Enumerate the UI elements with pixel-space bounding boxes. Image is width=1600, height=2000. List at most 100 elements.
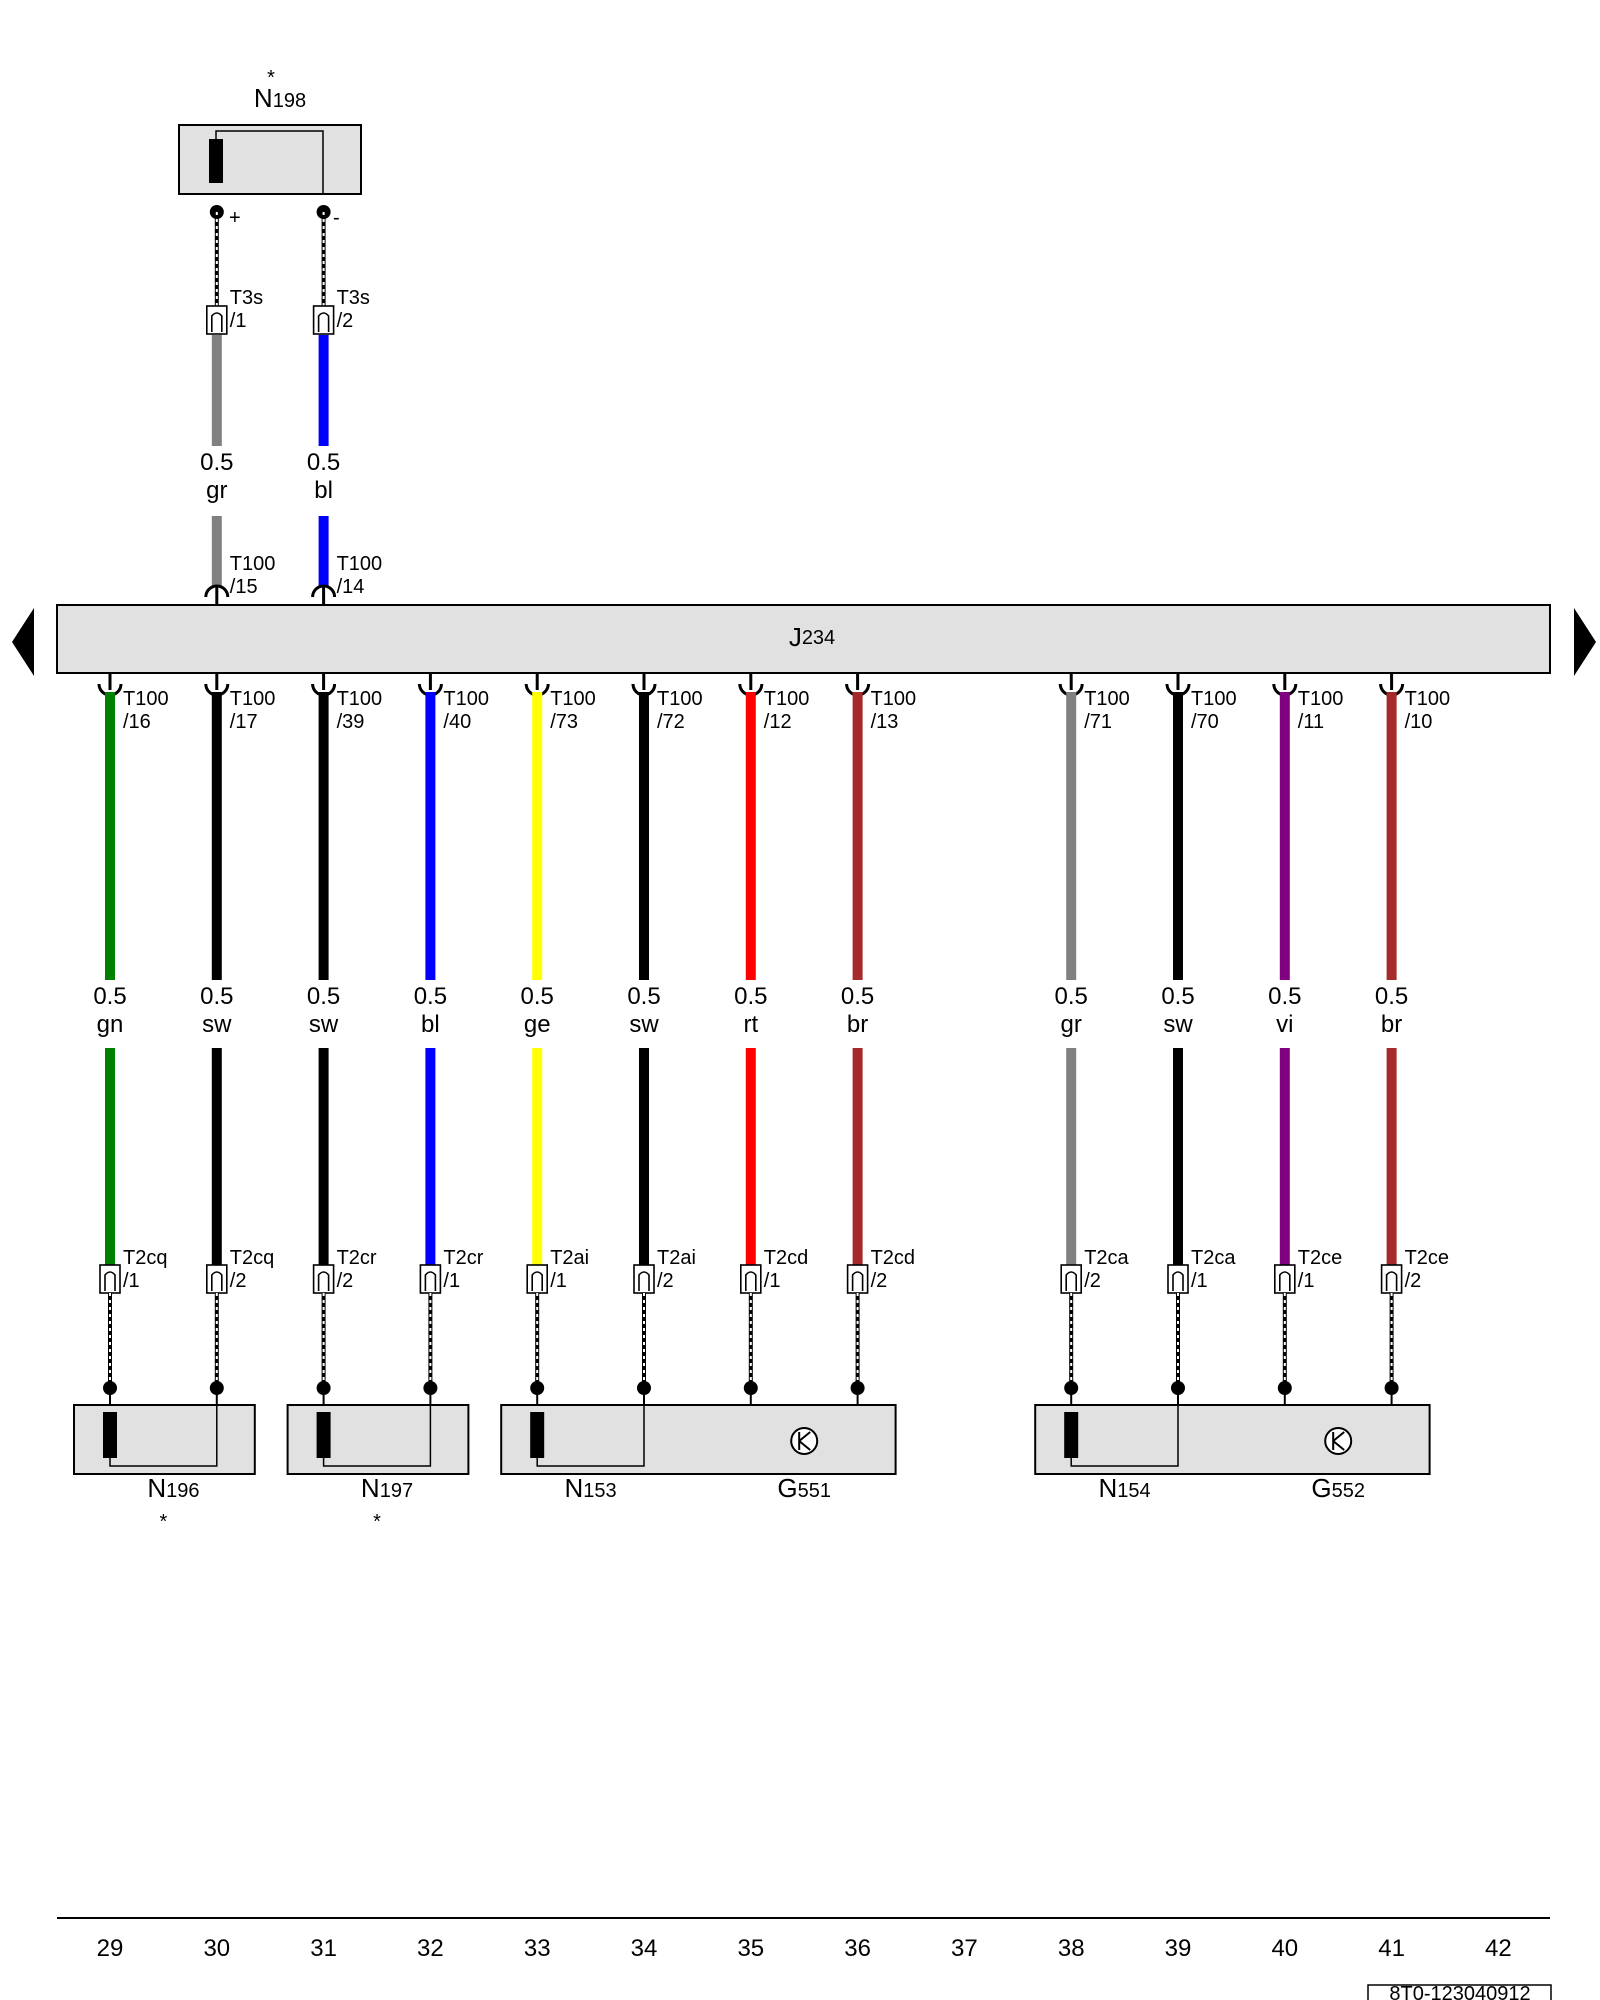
component-number: 153	[583, 1480, 616, 1502]
internal-wire	[322, 1405, 432, 1467]
column-number: 34	[631, 1935, 658, 1962]
component-number: 551	[798, 1480, 831, 1502]
connector-pin-mark	[531, 1271, 543, 1291]
sensor-icon	[790, 1427, 819, 1455]
component-marker: *	[267, 67, 275, 89]
ecu-connector-pin: /40	[443, 711, 471, 733]
wire-color-code: vi	[1276, 1011, 1293, 1038]
connector-plug-icon	[846, 1264, 869, 1294]
connector-id: T2cr	[443, 1247, 483, 1269]
connector-plug-icon	[1274, 1264, 1296, 1294]
component-number: 154	[1117, 1480, 1150, 1502]
connector-pin-mark	[1065, 1271, 1077, 1291]
connector-pin: /1	[550, 1270, 567, 1292]
coil-symbol	[530, 1412, 545, 1458]
wire-color-code: bl	[421, 1011, 440, 1038]
coil-symbol	[316, 1412, 331, 1458]
ecu-bar	[56, 604, 1551, 674]
connector-plug-icon	[526, 1264, 549, 1294]
connector-pin: /2	[1084, 1270, 1101, 1292]
footer-code-box	[1367, 1984, 1552, 2000]
connector-pin: /1	[443, 1270, 460, 1292]
plus-terminal: +	[229, 207, 241, 229]
component-prefix: G	[777, 1473, 797, 1503]
wire-gauge: 0.5	[1268, 983, 1301, 1010]
internal-wire	[536, 1405, 645, 1467]
connector-pin: /2	[657, 1270, 674, 1292]
connector-plug-icon	[312, 1264, 335, 1294]
wire-color-code: rt	[743, 1011, 758, 1038]
connector-id: T2ai	[550, 1247, 589, 1269]
column-number: 31	[310, 1935, 337, 1962]
ecu-connector-pin: /71	[1084, 711, 1112, 733]
connector-pin: /1	[764, 1270, 781, 1292]
wire-color-code: sw	[202, 1011, 232, 1038]
connector-plug-icon	[633, 1264, 655, 1294]
ecu-connector-id: T100	[1405, 688, 1451, 710]
connector-pin-mark	[1385, 1271, 1398, 1291]
ecu-connector-pin: /39	[337, 711, 365, 733]
internal-wire	[1070, 1405, 1179, 1467]
transistor-mark	[798, 1431, 811, 1451]
wire-gauge: 0.5	[307, 449, 340, 476]
transistor-mark	[1332, 1431, 1345, 1451]
component-prefix: N	[361, 1473, 380, 1503]
column-number: 40	[1271, 1935, 1298, 1962]
ecu-connector-pin: /70	[1191, 711, 1219, 733]
ecu-connector-pin: /72	[657, 711, 685, 733]
wire-gauge: 0.5	[1055, 983, 1088, 1010]
connector-id: T2ca	[1191, 1247, 1236, 1269]
sensor-icon	[1324, 1427, 1353, 1455]
connector-pin: /2	[230, 1270, 247, 1292]
wire-gauge: 0.5	[93, 983, 126, 1010]
ecu-connector-pin: /10	[1405, 711, 1433, 733]
ecu-connector-id: T100	[1191, 688, 1237, 710]
column-number: 30	[203, 1935, 230, 1962]
column-number: 42	[1485, 1935, 1512, 1962]
wire-color-code: br	[1381, 1011, 1402, 1038]
ecu-connector-id: T100	[764, 688, 810, 710]
component-label: N153	[565, 1473, 617, 1503]
connector-pin-mark	[424, 1271, 437, 1291]
component-prefix: N	[1099, 1473, 1118, 1503]
connector-id: T2ce	[1298, 1247, 1342, 1269]
component-box	[178, 124, 362, 195]
connector-id: T2ai	[657, 1247, 696, 1269]
connector-plug-icon	[312, 305, 335, 335]
component-number: 197	[380, 1480, 413, 1502]
connector-id: T2ce	[1405, 1247, 1449, 1269]
connector-plug-icon	[419, 1264, 442, 1294]
ecu-connector-id: T100	[337, 688, 383, 710]
component-number: 196	[166, 1480, 199, 1502]
connector-pin: /2	[871, 1270, 888, 1292]
ecu-connector-pin: /17	[230, 711, 258, 733]
connector-pin-mark	[638, 1271, 650, 1291]
connector-id: T2cq	[230, 1247, 274, 1269]
column-number: 36	[844, 1935, 871, 1962]
arrow-left-icon[interactable]	[12, 608, 34, 676]
connector-plug-icon	[99, 1264, 121, 1294]
wire-gauge: 0.5	[414, 983, 447, 1010]
component-marker: *	[373, 1511, 381, 1533]
wire-gauge: 0.5	[200, 983, 233, 1010]
wire-color-code: sw	[1163, 1011, 1193, 1038]
ecu-connector-id: T100	[657, 688, 703, 710]
connector-plug-icon	[1167, 1264, 1189, 1294]
ecu-connector-id: T100	[230, 688, 276, 710]
column-number: 29	[97, 1935, 124, 1962]
connector-pin: /2	[337, 310, 354, 332]
ecu-j234: J234	[56, 604, 1551, 674]
connector-plug-icon	[739, 1264, 762, 1294]
arrow-right-icon[interactable]	[1574, 608, 1596, 676]
